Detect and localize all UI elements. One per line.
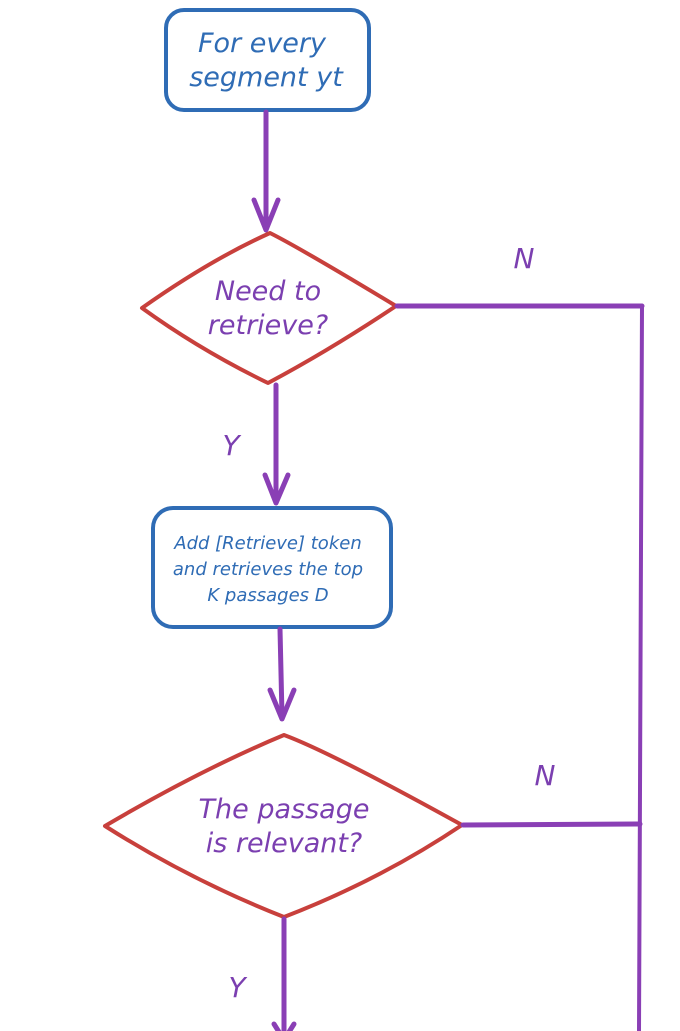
need-retrieve-line-2: retrieve? bbox=[208, 310, 328, 341]
need-retrieve-diamond-shape bbox=[140, 231, 398, 385]
relevant-diamond-shape bbox=[103, 733, 464, 919]
right-rail-line bbox=[637, 304, 644, 1031]
start-box-line-2: segment yt bbox=[189, 62, 344, 93]
need-retrieve-decision: Need to retrieve? bbox=[140, 231, 398, 385]
arrow-relevant-no bbox=[460, 821, 643, 828]
relevant-yes-label: Y bbox=[228, 971, 247, 1004]
retrieve-step-box: Add [Retrieve] token and retrieves the t… bbox=[151, 506, 393, 629]
relevant-line-2: is relevant? bbox=[206, 828, 363, 859]
need-retrieve-yes-label: Y bbox=[222, 429, 241, 462]
start-box-line-1: For every bbox=[198, 28, 327, 59]
arrow-head bbox=[267, 687, 297, 722]
arrow-head bbox=[271, 1021, 297, 1031]
arrow-line bbox=[460, 821, 643, 828]
retrieve-step-line-2: and retrieves the top bbox=[173, 559, 363, 580]
start-box: For every segment yt bbox=[164, 8, 371, 112]
start-box-shape bbox=[164, 8, 371, 112]
retrieve-step-line-1: Add [Retrieve] token bbox=[173, 533, 361, 554]
arrow-line bbox=[277, 626, 285, 719]
relevant-decision: The passage is relevant? bbox=[103, 733, 464, 919]
retrieve-step-box-shape bbox=[151, 506, 393, 629]
arrow-start-to-need-retrieve bbox=[251, 109, 281, 233]
arrow-head bbox=[262, 472, 291, 506]
arrow-head bbox=[251, 197, 281, 233]
arrow-need-retrieve-no bbox=[394, 303, 645, 1031]
retrieve-step-line-3: K passages D bbox=[207, 585, 328, 606]
arrow-need-retrieve-yes bbox=[262, 382, 291, 506]
relevant-no-label: N bbox=[535, 759, 556, 792]
arrow-retrieve-to-relevant bbox=[267, 626, 297, 722]
relevant-line-1: The passage bbox=[199, 794, 370, 825]
need-retrieve-line-1: Need to bbox=[215, 276, 321, 307]
need-retrieve-no-label: N bbox=[514, 242, 535, 275]
arrow-relevant-yes bbox=[271, 916, 297, 1031]
